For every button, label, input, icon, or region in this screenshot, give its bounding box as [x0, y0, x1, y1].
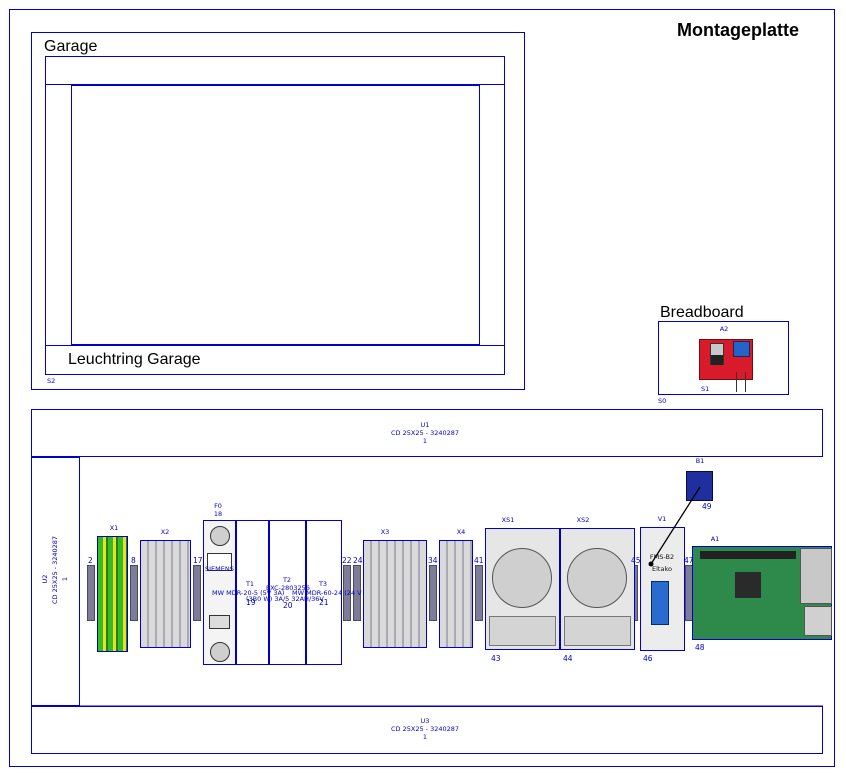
psu-t2-tag: T2 [282, 576, 292, 584]
end-clamp-34 [429, 565, 437, 621]
module-pins [736, 372, 746, 392]
slot-21: 21 [319, 598, 329, 607]
breaker-f0-screw-top [210, 526, 230, 546]
garage-bottom-strip [45, 345, 505, 375]
terminal-x1-tag: X1 [109, 524, 119, 532]
duct-u1-tag: U1 [420, 421, 430, 429]
energy-meter-brand: Eltako [652, 565, 672, 573]
page-title: Montageplatte [677, 20, 800, 40]
garage-top-strip [45, 56, 505, 85]
energy-meter-display [651, 581, 669, 625]
slot-43: 43 [491, 654, 501, 663]
raspi-tag: A1 [710, 535, 720, 543]
terminal-x2 [140, 540, 191, 648]
end-clamp-17 [193, 565, 201, 621]
end-clamp-24 [353, 565, 361, 621]
raspi-ethernet [804, 606, 832, 636]
breaker-f0-screw-bottom [210, 642, 230, 662]
end-clamp-8 [130, 565, 138, 621]
terminal-x2-tag: X2 [160, 528, 170, 536]
breaker-f0-tag: F0 [214, 502, 222, 510]
module-sub: S1 [701, 385, 710, 393]
slot-19: 19 [246, 598, 256, 607]
mosfet-body [711, 355, 723, 365]
psu-t1-desc: MW MDR-20-5 (5V 3A) [212, 589, 285, 597]
garage-label: Garage [44, 38, 98, 55]
psu-t2 [269, 520, 306, 665]
panel-tag: S0 [658, 397, 667, 405]
sensor-wire [650, 486, 701, 565]
socket-xs1-face [492, 548, 552, 608]
energy-meter-model: FMS-B2 [649, 553, 675, 561]
slot-44: 44 [563, 654, 573, 663]
duct-u1 [31, 409, 823, 457]
breaker-f0-window [207, 553, 232, 571]
terminal-x3 [363, 540, 427, 648]
end-clamp-41 [475, 565, 483, 621]
terminal-x1 [97, 536, 128, 652]
slot-24: 24 [353, 556, 363, 565]
psu-desc-line2: (3B0 W) 3A/5 32AH/36V [246, 595, 324, 603]
garage-panel [31, 32, 525, 390]
duct-u1-text: CD 25X25 - 3240287 [390, 429, 460, 437]
socket-xs1-base [489, 616, 556, 646]
raspi-usb-ports [800, 548, 832, 604]
terminal-x4 [439, 540, 473, 648]
raspi-num: 48 [695, 643, 705, 652]
duct-u3-sub: 1 [422, 733, 428, 741]
duct-u1-sub: 1 [422, 437, 428, 445]
sensor-b1 [686, 471, 713, 501]
garage-tag: S2 [47, 377, 56, 385]
garage-inner-area [71, 85, 480, 345]
slot-47: 47 [684, 556, 694, 565]
sensor-b1-tag: B1 [695, 457, 705, 465]
psu-t3-desc: MW MDR-60-24 (24 V 2,5 A) [292, 589, 384, 597]
slot-8: 8 [131, 556, 136, 565]
slot-2: 2 [88, 556, 93, 565]
psu-t3-tag: T3 [318, 580, 328, 588]
socket-xs2-base [564, 616, 631, 646]
terminal-x4-tag: X4 [456, 528, 466, 536]
wire-endpoint [648, 561, 654, 567]
psu-t1 [236, 520, 269, 665]
psu-t1-tag: T1 [245, 580, 255, 588]
socket-xs1-tag: XS1 [501, 516, 515, 524]
breadboard-panel [658, 321, 789, 395]
psu-t3 [306, 520, 342, 665]
sensor-b1-num: 49 [702, 502, 712, 511]
socket-xs2-face [567, 548, 627, 608]
terminal-block-blue [733, 341, 750, 357]
slot-20: 20 [283, 601, 293, 610]
slot-41: 41 [474, 556, 484, 565]
end-clamp-2 [87, 565, 95, 621]
slot-46: 46 [643, 654, 653, 663]
ring-label: Leuchtring Garage [68, 351, 201, 368]
end-clamp-22 [343, 565, 351, 621]
slot-45: 45 [631, 556, 641, 565]
energy-meter-tag: V1 [657, 515, 667, 523]
mounting-plate-frame [9, 9, 835, 767]
psu-t2-desc: EXC-2803256 [266, 584, 310, 592]
slot-34: 34 [428, 556, 438, 565]
terminal-x3-tag: X3 [380, 528, 390, 536]
duct-u2 [31, 457, 80, 706]
breaker-f0-lever [209, 615, 230, 629]
raspi-soc [735, 572, 761, 598]
breaker-f0-brand: SIEMENS [205, 565, 234, 573]
module-tag: A2 [719, 325, 729, 333]
raspi-gpio-header [700, 551, 796, 559]
socket-xs2-tag: XS2 [576, 516, 590, 524]
slot-17: 17 [193, 556, 203, 565]
breadboard-label: Breadboard [660, 304, 744, 321]
breaker-f0-num: 18 [213, 510, 223, 518]
duct-u3-text: CD 25X25 - 3240287 [390, 725, 460, 733]
slot-22: 22 [342, 556, 352, 565]
duct-u3-tag: U3 [420, 717, 430, 725]
